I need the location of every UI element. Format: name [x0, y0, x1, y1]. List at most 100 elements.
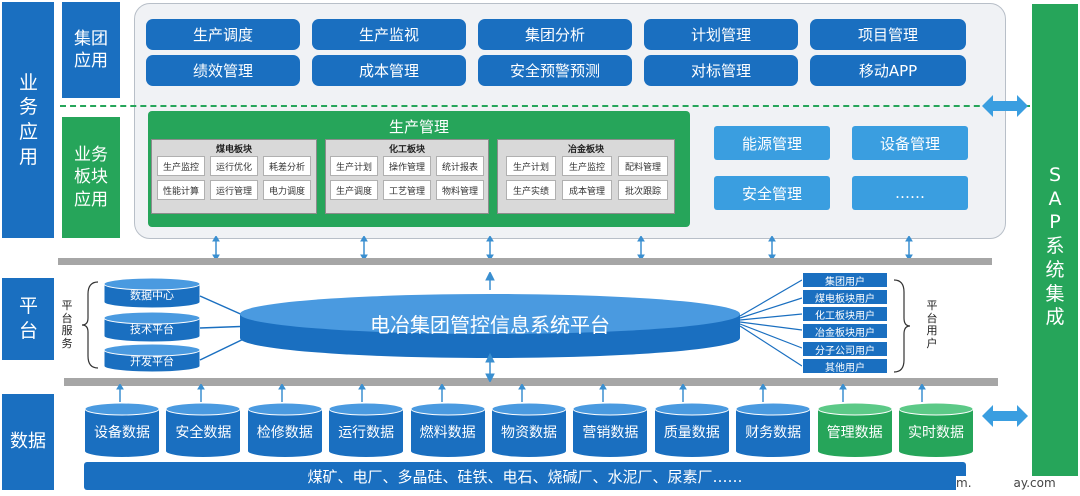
data-text: 数据: [10, 431, 46, 453]
data-cylinder[interactable]: 财务数据: [735, 402, 811, 458]
data-cylinders: 设备数据 安全数据 检修数据 运行数据 燃料数据 物资数据 营销数据 质量数据: [84, 402, 974, 458]
group-button[interactable]: 对标管理: [644, 55, 798, 86]
sap-link-arrow-top: [982, 95, 1028, 117]
user-tag[interactable]: 冶金板块用户: [802, 323, 888, 339]
right-brace: [893, 279, 911, 373]
user-tag[interactable]: 化工板块用户: [802, 306, 888, 322]
coal-item[interactable]: 运行优化: [210, 156, 258, 176]
data-cylinder[interactable]: 管理数据: [817, 402, 893, 458]
app-connector-arrows: [212, 236, 913, 261]
data-cylinder[interactable]: 燃料数据: [410, 402, 486, 458]
metal-item[interactable]: 批次跟踪: [618, 180, 668, 200]
coal-sector-title: 煤电板块: [215, 145, 252, 155]
metal-item[interactable]: 配料管理: [618, 156, 668, 176]
data-connector-arrows: [116, 384, 926, 402]
safety-management-button[interactable]: 安全管理: [714, 176, 830, 210]
chem-item[interactable]: 工艺管理: [383, 180, 431, 200]
platform-label: 平台: [2, 278, 54, 360]
lower-grey-bar: [64, 378, 998, 386]
data-source-bar: 煤矿、电厂、多晶硅、硅铁、电石、烧碱厂、水泥厂、尿素厂……: [84, 462, 966, 490]
data-label: 数据: [2, 394, 54, 490]
group-button[interactable]: 生产调度: [146, 19, 300, 50]
sector-app-label: 业务板块应用: [62, 117, 120, 238]
data-cylinder[interactable]: 设备数据: [84, 402, 160, 458]
data-cylinder[interactable]: 安全数据: [165, 402, 241, 458]
sap-integration-text: SAP系统集成: [1045, 163, 1065, 329]
data-cylinder[interactable]: 物资数据: [491, 402, 567, 458]
chem-item[interactable]: 统计报表: [436, 156, 484, 176]
metal-item[interactable]: 生产监控: [562, 156, 612, 176]
coal-item[interactable]: 性能计算: [157, 180, 205, 200]
data-cylinder[interactable]: 质量数据: [654, 402, 730, 458]
data-cylinder-label: 营销数据: [582, 425, 639, 441]
service-item: 数据中心: [130, 289, 174, 302]
coal-item[interactable]: 耗差分析: [263, 156, 311, 176]
group-button[interactable]: 生产监视: [312, 19, 466, 50]
business-app-label: 业务应用: [2, 2, 54, 238]
platform-text: 平台: [19, 295, 39, 342]
user-tag[interactable]: 分子公司用户: [802, 341, 888, 357]
chem-item[interactable]: 生产调度: [330, 180, 378, 200]
sap-link-arrow-bottom: [982, 405, 1028, 427]
platform-service-label: 平台服务: [61, 299, 73, 350]
group-app-label: 集团应用: [62, 2, 120, 98]
data-cylinder-label: 燃料数据: [419, 425, 476, 441]
dashed-divider: [60, 105, 1030, 107]
service-item: 技术平台: [130, 323, 174, 336]
metal-item[interactable]: 生产实绩: [506, 180, 556, 200]
group-button[interactable]: 计划管理: [644, 19, 798, 50]
group-button[interactable]: 项目管理: [810, 19, 966, 50]
group-button[interactable]: 成本管理: [312, 55, 466, 86]
business-app-text: 业务应用: [19, 71, 39, 168]
data-cylinder-label: 质量数据: [663, 425, 720, 441]
group-button[interactable]: 绩效管理: [146, 55, 300, 86]
energy-management-button[interactable]: 能源管理: [714, 126, 830, 160]
chem-sector-panel: 化工板块 生产计划 操作管理 统计报表 生产调度 工艺管理 物料管理: [325, 139, 489, 214]
data-cylinder-label: 运行数据: [338, 425, 395, 441]
group-buttons: 生产调度 生产监视 集团分析 计划管理 项目管理 绩效管理 成本管理 安全预警预…: [146, 19, 966, 87]
main-platform-title: 电冶集团管控信息系统平台: [370, 313, 610, 337]
user-tag[interactable]: 集团用户: [802, 272, 888, 288]
service-cylinders: [103, 277, 201, 372]
equipment-management-button[interactable]: 设备管理: [852, 126, 968, 160]
metal-item[interactable]: 成本管理: [562, 180, 612, 200]
sector-app-text: 业务板块应用: [74, 145, 108, 210]
metal-item[interactable]: 生产计划: [506, 156, 556, 176]
group-button[interactable]: 安全预警预测: [478, 55, 632, 86]
platform-user-label: 平台用户: [926, 299, 938, 350]
production-management-title: 生产管理: [388, 118, 449, 136]
upper-grey-bar: [58, 258, 992, 265]
chem-sector-title: 化工板块: [388, 145, 425, 155]
chem-item[interactable]: 操作管理: [383, 156, 431, 176]
coal-item[interactable]: 电力调度: [263, 180, 311, 200]
data-cylinder[interactable]: 实时数据: [898, 402, 974, 458]
data-cylinder[interactable]: 运行数据: [328, 402, 404, 458]
main-platform-disk: [240, 294, 740, 358]
chem-item[interactable]: 物料管理: [436, 180, 484, 200]
user-tag[interactable]: 煤电板块用户: [802, 289, 888, 305]
left-brace: [81, 281, 99, 369]
user-tag[interactable]: 其他用户: [802, 358, 888, 374]
service-item: 开发平台: [130, 355, 174, 368]
coal-item[interactable]: 生产监控: [157, 156, 205, 176]
group-button[interactable]: 集团分析: [478, 19, 632, 50]
data-cylinder-label: 物资数据: [501, 425, 557, 441]
data-cylinder-label: 实时数据: [908, 425, 964, 441]
production-management-panel: 生产管理 煤电板块 生产监控 运行优化 耗差分析 性能计算 运行管理 电力调度 …: [148, 111, 690, 227]
data-cylinder-label: 安全数据: [175, 425, 232, 441]
watermark: m. ay.com: [956, 476, 1078, 494]
data-source-text: 煤矿、电厂、多晶硅、硅铁、电石、烧碱厂、水泥厂、尿素厂……: [307, 467, 743, 486]
center-vertical-arrow: [485, 272, 495, 382]
data-cylinder-label: 财务数据: [745, 425, 802, 441]
data-cylinder[interactable]: 营销数据: [572, 402, 648, 458]
coal-item[interactable]: 运行管理: [210, 180, 258, 200]
more-button[interactable]: ……: [852, 176, 968, 210]
user-connector-lines: [739, 279, 803, 367]
chem-item[interactable]: 生产计划: [330, 156, 378, 176]
sap-integration-bar: SAP系统集成: [1032, 4, 1078, 490]
data-cylinder-label: 管理数据: [826, 425, 883, 441]
data-cylinder-label: 设备数据: [94, 425, 150, 441]
group-button[interactable]: 移动APP: [810, 55, 966, 86]
data-cylinder[interactable]: 检修数据: [247, 402, 323, 458]
metal-sector-title: 冶金板块: [567, 145, 604, 155]
